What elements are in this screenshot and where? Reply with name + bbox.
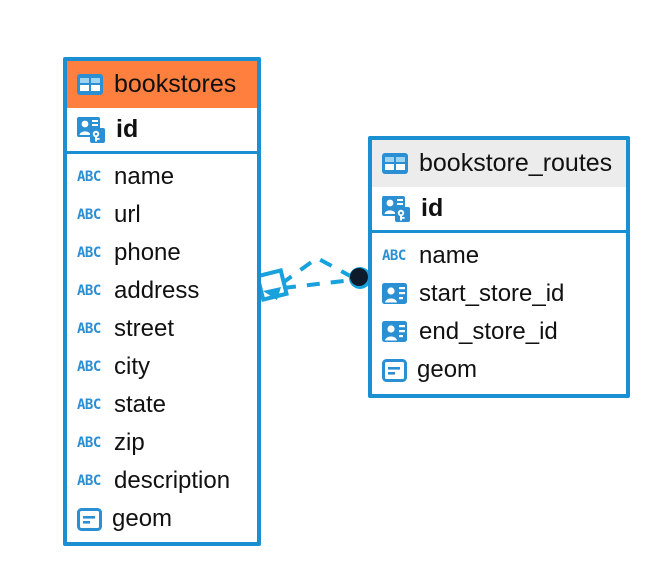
abc-text-icon: ABC [77, 169, 101, 185]
primary-key-icon [382, 196, 410, 222]
diamond-marker-tail [263, 287, 281, 300]
diamond-marker [255, 268, 289, 302]
abc-text-icon: ABC [77, 283, 101, 299]
geometry-icon [77, 507, 102, 531]
attribute-row-id[interactable]: id [372, 187, 626, 233]
primary-key-icon [77, 117, 105, 143]
attribute-row-start-store-id[interactable]: start_store_id [372, 275, 626, 313]
abc-text-icon: ABC [77, 435, 101, 451]
attribute-label: zip [114, 429, 145, 456]
attribute-row-geom[interactable]: geom [67, 500, 257, 538]
attribute-row-id[interactable]: id [67, 108, 257, 154]
relationship-line-lower [282, 278, 353, 290]
foreign-key-icon [382, 283, 407, 304]
attribute-row-end-store-id[interactable]: end_store_id [372, 313, 626, 351]
attribute-label: address [114, 277, 200, 304]
entity-bookstore-routes[interactable]: bookstore_routes id ABC name [368, 136, 630, 398]
entity-title: bookstores [114, 70, 237, 98]
attribute-row-geom[interactable]: geom [372, 351, 626, 389]
attribute-label: geom [112, 505, 173, 532]
attribute-row-city[interactable]: ABC city [67, 348, 257, 386]
attribute-label: geom [417, 356, 478, 383]
attribute-row-zip[interactable]: ABC zip [67, 424, 257, 462]
entity-header-bookstores[interactable]: bookstores [67, 61, 257, 108]
attribute-row-url[interactable]: ABC url [67, 196, 257, 234]
abc-text-icon: ABC [77, 321, 101, 337]
attribute-label: end_store_id [419, 318, 558, 345]
abc-text-icon: ABC [77, 397, 101, 413]
entity-header-bookstore-routes[interactable]: bookstore_routes [372, 140, 626, 187]
table-icon [382, 153, 408, 174]
attribute-list-bookstore-routes: ABC name start_store_id [372, 233, 626, 395]
attribute-row-state[interactable]: ABC state [67, 386, 257, 424]
foreign-key-icon [382, 321, 407, 342]
attribute-row-phone[interactable]: ABC phone [67, 234, 257, 272]
geometry-icon [382, 358, 407, 382]
attribute-label: description [114, 467, 231, 494]
attribute-label: street [114, 315, 175, 342]
entity-title: bookstore_routes [419, 149, 613, 177]
attribute-label: phone [114, 239, 181, 266]
attribute-label: start_store_id [419, 280, 565, 307]
attribute-label: id [421, 194, 444, 222]
attribute-list-bookstores: ABC name ABC url ABC phone ABC address A… [67, 154, 257, 544]
attribute-label: id [116, 115, 139, 143]
attribute-label: url [114, 201, 141, 228]
abc-text-icon: ABC [77, 359, 101, 375]
entity-bookstores[interactable]: bookstores id ABC name [63, 57, 261, 546]
table-icon [77, 74, 103, 95]
abc-text-icon: ABC [77, 245, 101, 261]
abc-text-icon: ABC [77, 207, 101, 223]
relationship-line-upper [279, 255, 353, 286]
attribute-row-description[interactable]: ABC description [67, 462, 257, 500]
attribute-row-name[interactable]: ABC name [372, 237, 626, 275]
attribute-row-street[interactable]: ABC street [67, 310, 257, 348]
attribute-row-name[interactable]: ABC name [67, 158, 257, 196]
attribute-label: city [114, 353, 150, 380]
attribute-row-address[interactable]: ABC address [67, 272, 257, 310]
abc-text-icon: ABC [77, 473, 101, 489]
attribute-label: name [419, 242, 480, 269]
abc-text-icon: ABC [382, 248, 406, 264]
filled-circle-marker [350, 268, 368, 286]
attribute-label: state [114, 391, 167, 418]
attribute-label: name [114, 163, 175, 190]
